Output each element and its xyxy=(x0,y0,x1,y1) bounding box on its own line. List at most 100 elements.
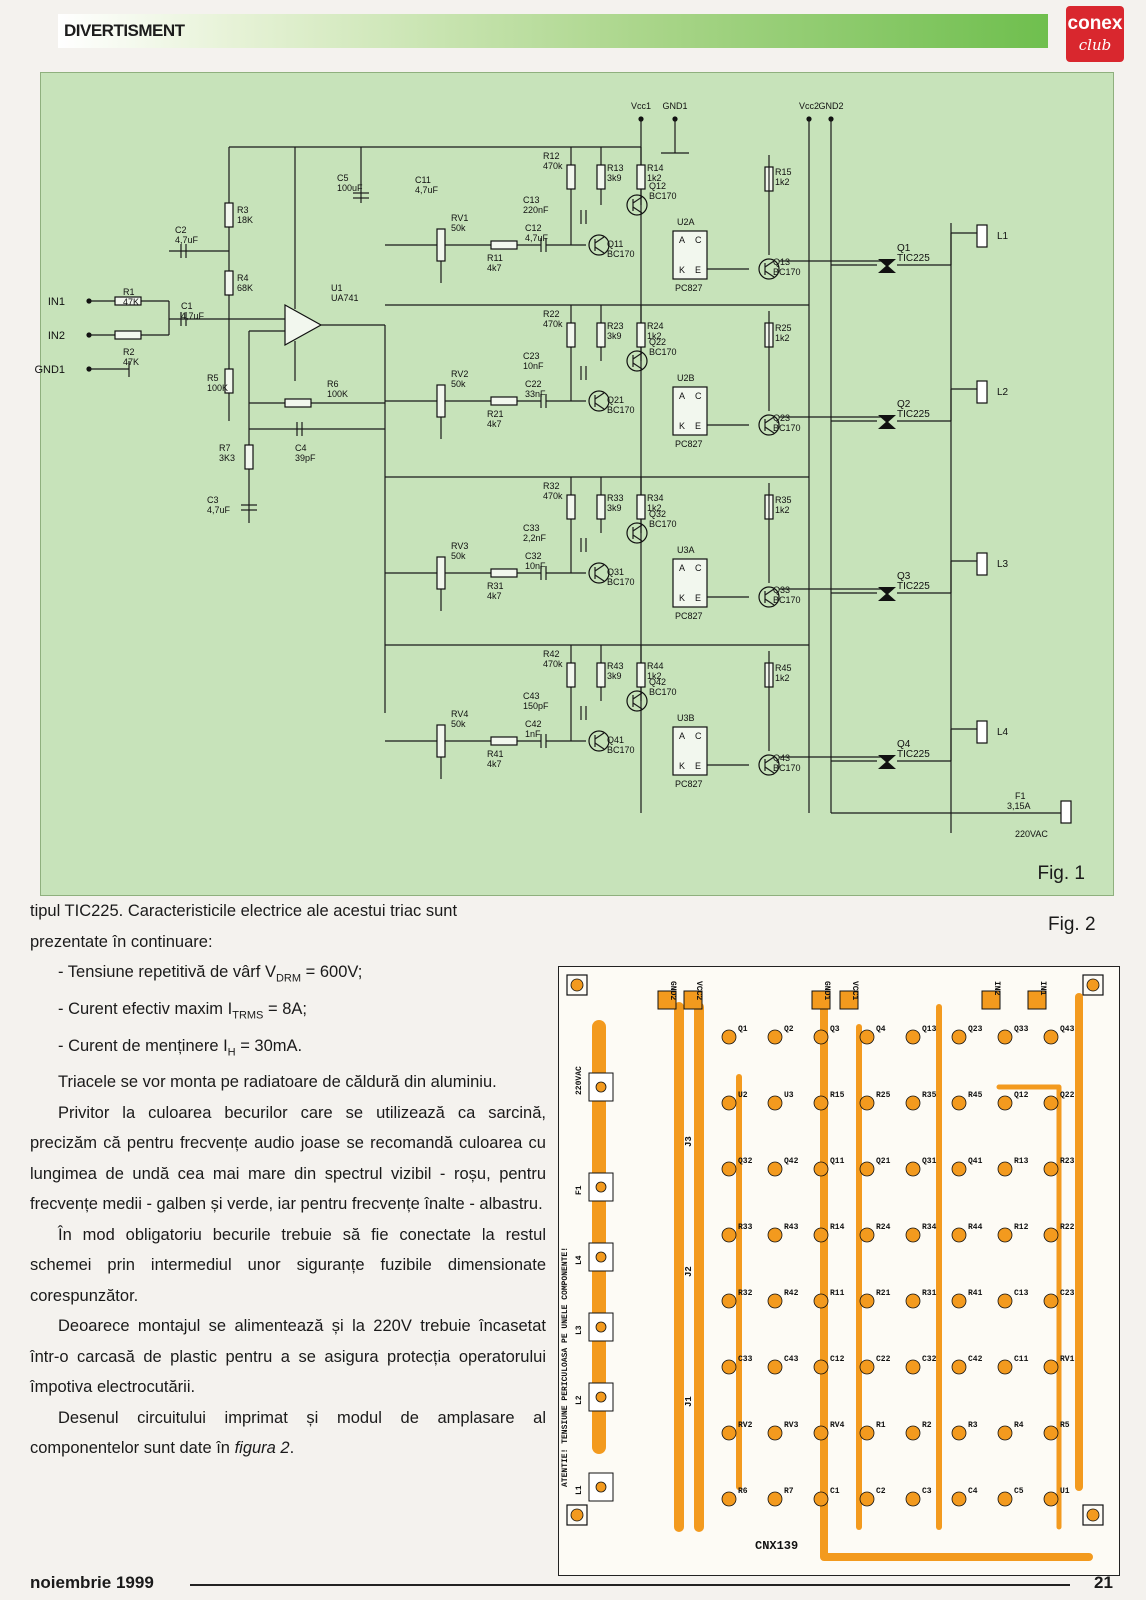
pcb-part-c32 xyxy=(905,1359,921,1375)
intro-line-1: tipul TIC225. Caracteristicile electrice… xyxy=(30,902,458,920)
part-ref-c11: C11 xyxy=(415,175,431,185)
r4-resistor xyxy=(224,270,234,296)
spec-ih-sub: H xyxy=(227,1045,236,1058)
pcb-part-r1 xyxy=(859,1425,875,1441)
pcb-part-label-c1: C1 xyxy=(830,1487,840,1496)
ch4-q42 xyxy=(626,690,648,712)
ch4-r43 xyxy=(596,662,606,688)
ch2-rb-val: 470k xyxy=(543,319,563,329)
ch3-r33 xyxy=(596,494,606,520)
pcb-part-label-r11: R11 xyxy=(830,1289,845,1298)
ch3-u-ref: U3A xyxy=(677,545,695,555)
ch3-q3 xyxy=(878,593,896,601)
pcb-part-q43 xyxy=(1043,1029,1059,1045)
pcb-part-label-c13: C13 xyxy=(1014,1289,1029,1298)
ch2-rv-ref: RV2 xyxy=(451,369,468,379)
ch4-q41 xyxy=(588,730,610,752)
ch2-qa-val: BC170 xyxy=(607,405,635,415)
ch4-rv-val: 50k xyxy=(451,719,466,729)
ch4-qg-val: BC170 xyxy=(773,763,801,773)
ch1-cin-val: 4,7uF xyxy=(525,233,549,243)
fuse-val: 3,15A xyxy=(1007,801,1031,811)
ch3-r31 xyxy=(490,568,518,578)
ch3-qb-ref: Q32 xyxy=(649,509,666,519)
pcb-part-q42 xyxy=(767,1161,783,1177)
ch4-q42 xyxy=(632,692,643,700)
ch3-qg-val: BC170 xyxy=(773,595,801,605)
pcb-part-q1 xyxy=(721,1029,737,1045)
ch1-u-val: PC827 xyxy=(675,283,703,293)
section-title: DIVERTISMENT xyxy=(64,21,185,40)
pcb-part-q4 xyxy=(859,1029,875,1045)
pcb-part-label-u2: U2 xyxy=(738,1091,748,1100)
pcb-pad-label-gnd2: GND2 xyxy=(668,981,677,1000)
ch3-qa-ref: Q31 xyxy=(607,567,624,577)
pcb-part-u3 xyxy=(767,1095,783,1111)
pcb-ref-figure: figura 2 xyxy=(234,1439,290,1458)
pcb-part-rv2 xyxy=(721,1425,737,1441)
mount-hole-1 xyxy=(570,978,584,992)
ch4-tr-val: TIC225 xyxy=(897,749,930,760)
mount-hole-frame xyxy=(566,1504,588,1526)
pcb-part-u1 xyxy=(1043,1491,1059,1507)
pcb-connector-pad-5 xyxy=(595,1081,607,1093)
fuse-ref: F1 xyxy=(1015,791,1026,801)
part-ref-r1: R1 xyxy=(123,287,135,297)
pcb-jumper-j2: J2 xyxy=(684,1266,694,1277)
ch3-rin-val: 4k7 xyxy=(487,591,502,601)
ch1-rv-val: 50k xyxy=(451,223,466,233)
pcb-part-label-r5: R5 xyxy=(1060,1421,1070,1430)
ch4-lamp-connector xyxy=(976,720,988,744)
input-label-in1: IN1 xyxy=(48,296,65,308)
ch1-q13 xyxy=(758,258,780,280)
ch3-q32 xyxy=(626,522,648,544)
pcb-part-r24 xyxy=(859,1227,875,1243)
pcb-connector-pad-3 xyxy=(595,1251,607,1263)
pcb-part-u2 xyxy=(721,1095,737,1111)
ch1-opto-k: K xyxy=(679,265,685,275)
spec-vdrm-value: = 600V; xyxy=(301,963,363,981)
pcb-part-label-r32: R32 xyxy=(738,1289,753,1298)
ch4-rv-ref: RV4 xyxy=(451,709,468,719)
pcb-part-r44 xyxy=(951,1227,967,1243)
r7-resistor xyxy=(244,444,254,470)
ch1-r14 xyxy=(636,164,646,190)
pcb-part-q23 xyxy=(951,1029,967,1045)
pcb-part-q12 xyxy=(997,1095,1013,1111)
ch1-q12 xyxy=(632,206,643,214)
ch3-rv3 xyxy=(436,556,446,590)
ch4-cin-val: 1nF xyxy=(525,729,541,739)
ch2-rg-ref: R25 xyxy=(775,323,792,333)
pcb-part-c12 xyxy=(813,1359,829,1375)
pcb-part-label-c22: C22 xyxy=(876,1355,891,1364)
ch2-opto-e: E xyxy=(695,421,701,431)
pcb-part-r2 xyxy=(905,1425,921,1441)
ch2-cin-val: 33nF xyxy=(525,389,546,399)
ch1-rg-val: 1k2 xyxy=(775,177,790,187)
ch4-q41 xyxy=(594,732,605,740)
pcb-part-label-r25: R25 xyxy=(876,1091,891,1100)
pcb-part-label-q11: Q11 xyxy=(830,1157,845,1166)
r2-resistor xyxy=(114,330,142,340)
pcb-warning-text: ATENTIE! TENSIUNE PERICULOASA PE UNELE C… xyxy=(561,1247,570,1487)
part-ref-r7: R7 xyxy=(219,443,231,453)
ch1-opto-e: E xyxy=(695,265,701,275)
pcb-part-label-r43: R43 xyxy=(784,1223,799,1232)
page-number: 21 xyxy=(1094,1573,1113,1592)
ch2-u2b xyxy=(672,386,708,436)
pcb-part-label-r6: R6 xyxy=(738,1487,748,1496)
pcb-part-label-q21: Q21 xyxy=(876,1157,891,1166)
pcb-part-r22 xyxy=(1043,1227,1059,1243)
pcb-side-label-f1: F1 xyxy=(575,1185,584,1195)
pcb-part-q32 xyxy=(721,1161,737,1177)
ch2-q23 xyxy=(764,416,775,424)
ch1-rc-ref: R13 xyxy=(607,163,624,173)
pcb-part-label-rv1: RV1 xyxy=(1060,1355,1075,1364)
intro-line-2: prezentate în continuare: xyxy=(30,932,213,951)
pcb-part-rv1 xyxy=(1043,1359,1059,1375)
pcb-pad-vcc1 xyxy=(839,990,859,1010)
input-label-gnd1: GND1 xyxy=(34,364,65,376)
ch2-rg-val: 1k2 xyxy=(775,333,790,343)
pcb-part-label-c32: C32 xyxy=(922,1355,937,1364)
